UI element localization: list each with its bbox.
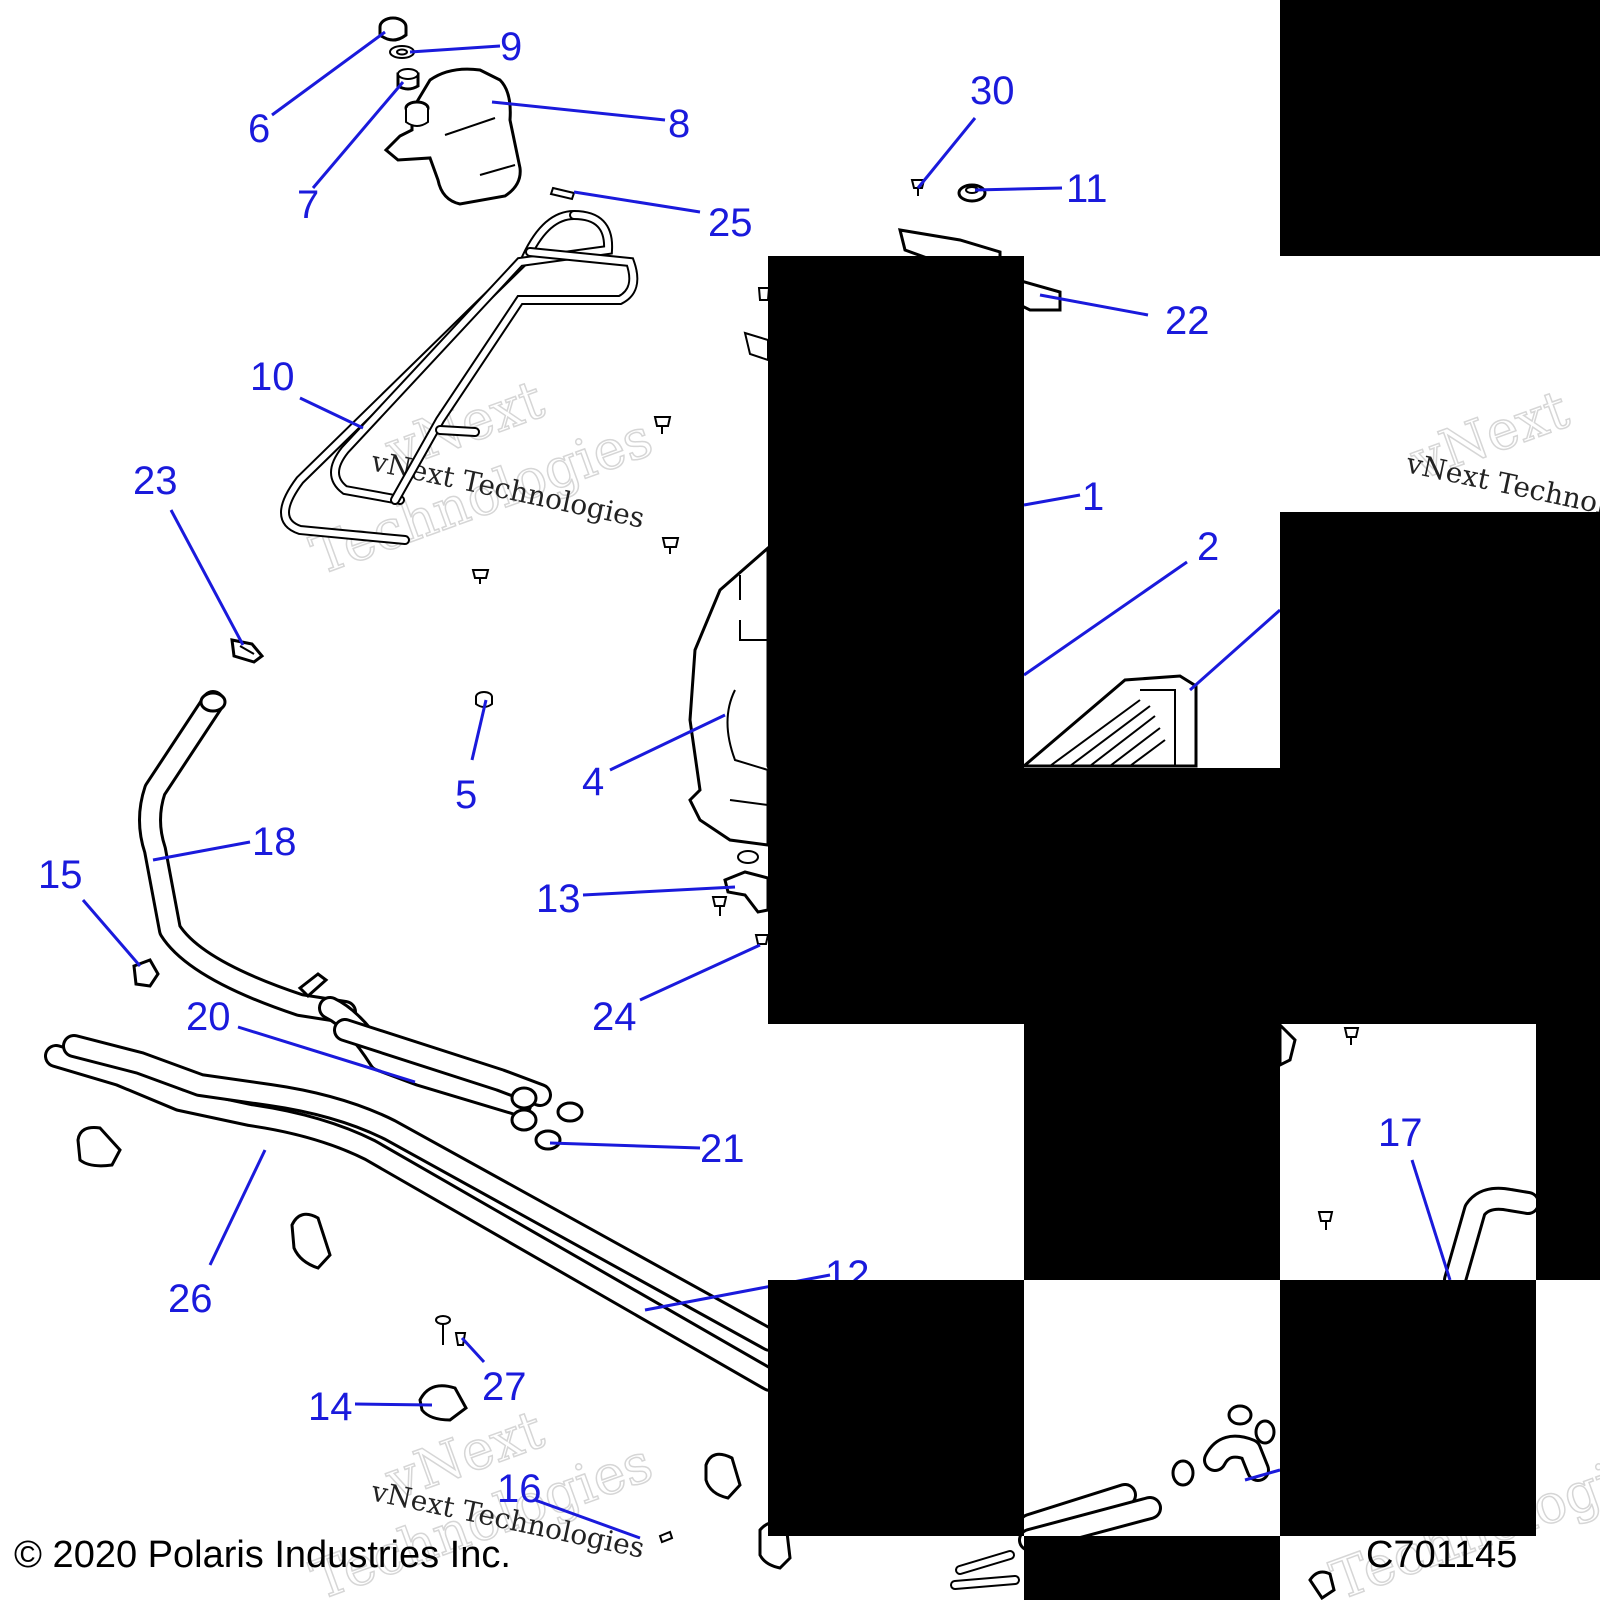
part-21-clamps xyxy=(510,1086,584,1151)
leader-18 xyxy=(152,840,251,862)
part-25-pin xyxy=(549,186,576,201)
leader-21 xyxy=(549,1141,701,1150)
part-11-grommet xyxy=(957,183,987,203)
callout-13: 13 xyxy=(536,877,581,921)
part-24-screw xyxy=(754,934,770,945)
callout-2: 2 xyxy=(1197,525,1219,569)
leader-26 xyxy=(208,1149,267,1266)
redaction-block-right-edge xyxy=(1536,1024,1600,1280)
leader-lower-right xyxy=(1244,1468,1281,1482)
callout-23: 23 xyxy=(133,459,178,503)
callout-6: 6 xyxy=(248,107,270,151)
part-15-clamp xyxy=(132,958,160,988)
part-4-fan-shroud xyxy=(688,544,770,847)
redaction-block-center-upper xyxy=(768,256,1024,768)
part-bracket-right xyxy=(1278,1021,1297,1068)
callout-16: 16 xyxy=(497,1467,542,1511)
callout-20: 20 xyxy=(186,995,231,1039)
redaction-block-bottom-left xyxy=(768,1280,1024,1536)
leader-24 xyxy=(639,943,761,1002)
part-2-radiator xyxy=(1019,674,1198,768)
leader-14 xyxy=(354,1402,433,1407)
figure-code: C701145 xyxy=(1366,1534,1518,1576)
callout-27: 27 xyxy=(482,1365,527,1409)
copyright-notice: © 2020 Polaris Industries Inc. xyxy=(14,1534,511,1576)
redaction-block-right-upper xyxy=(1280,512,1600,768)
part-16-pin xyxy=(658,1530,674,1544)
leader-23 xyxy=(169,509,245,646)
leader-10 xyxy=(299,396,364,430)
callout-24: 24 xyxy=(592,995,637,1039)
leader-7 xyxy=(311,81,405,189)
leader-2 xyxy=(1023,560,1188,677)
callout-21: 21 xyxy=(700,1127,745,1171)
redaction-block-center-lower xyxy=(1024,1024,1280,1280)
callout-1: 1 xyxy=(1082,475,1104,519)
part-bracket-tab xyxy=(743,331,769,362)
part-13-bracket xyxy=(723,850,770,914)
leader-25 xyxy=(573,190,701,214)
callout-9: 9 xyxy=(500,25,522,69)
leader-20 xyxy=(237,1025,416,1084)
leader-9 xyxy=(409,44,501,54)
leader-6 xyxy=(271,30,386,117)
leader-27 xyxy=(460,1336,486,1364)
redaction-block-top-right xyxy=(1280,0,1600,256)
callout-8: 8 xyxy=(668,102,690,146)
callout-14: 14 xyxy=(308,1385,353,1429)
callout-18: 18 xyxy=(252,820,297,864)
redaction-block-bottom-right xyxy=(1280,1280,1536,1536)
leader-16 xyxy=(534,1498,641,1540)
leader-11 xyxy=(974,186,1063,192)
part-12-26-pipes xyxy=(44,1034,782,1392)
part-18-hose xyxy=(138,690,357,1024)
part-17-hose xyxy=(1443,1186,1540,1292)
leader-8 xyxy=(491,100,666,122)
leader-1 xyxy=(1023,493,1081,507)
callout-4: 4 xyxy=(582,760,604,804)
callout-22: 22 xyxy=(1165,299,1210,343)
callout-25: 25 xyxy=(708,201,753,245)
callout-labels: 6 9 7 8 25 30 11 22 10 23 1 2 4 5 18 15 … xyxy=(38,25,1423,1511)
callout-10: 10 xyxy=(250,355,295,399)
part-10-tube-assembly xyxy=(280,210,639,545)
leader-30 xyxy=(916,117,977,189)
part-8-coolant-bottle xyxy=(383,67,522,206)
callout-11: 11 xyxy=(1066,167,1108,211)
redaction-blocks xyxy=(768,0,1600,1600)
leader-13 xyxy=(582,885,736,897)
redaction-block-bottom-strip xyxy=(1024,1536,1280,1600)
leader-15 xyxy=(81,899,142,967)
leader-2b xyxy=(1189,608,1281,692)
leader-17 xyxy=(1410,1159,1452,1281)
part-line-art xyxy=(44,16,1540,1600)
part-20-hose xyxy=(318,996,552,1117)
leader-4 xyxy=(609,713,726,772)
callout-15: 15 xyxy=(38,853,83,897)
callout-7: 7 xyxy=(297,183,319,227)
part-7-fitting xyxy=(396,68,420,91)
leader-5 xyxy=(470,699,488,761)
part-23-clip xyxy=(230,638,265,664)
part-27-screws xyxy=(435,1315,467,1346)
redaction-block-middle-band xyxy=(768,768,1600,1024)
part-6-cap xyxy=(378,16,408,42)
leader-22 xyxy=(1039,293,1149,317)
callout-17: 17 xyxy=(1378,1111,1423,1155)
callout-30: 30 xyxy=(970,69,1015,113)
part-hose-connector xyxy=(297,972,329,999)
leader-lines xyxy=(81,30,1452,1540)
callout-5: 5 xyxy=(455,773,477,817)
fastener-group xyxy=(471,287,1360,1230)
part-16-lower-hoses xyxy=(950,1404,1336,1600)
callout-26: 26 xyxy=(168,1277,213,1321)
